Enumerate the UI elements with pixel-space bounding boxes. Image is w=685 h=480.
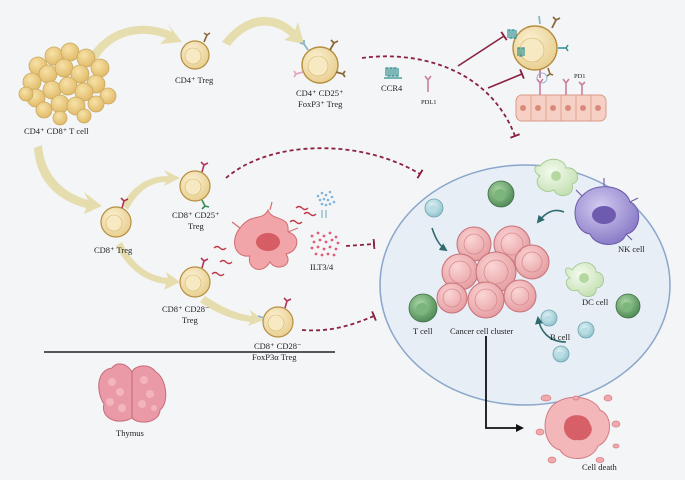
nk-cell-label: NK cell <box>618 244 645 254</box>
dendritic-cell <box>231 201 299 270</box>
cd8-foxp3-label-line2: FoxP3α Treg <box>252 352 297 362</box>
cancer-cluster-label: Cancer cell cluster <box>450 326 514 336</box>
b-cell-label: B cell <box>550 332 571 342</box>
ilt-label: ILT3/4 <box>310 262 334 272</box>
cd8-cd25-label-line2: Treg <box>188 221 204 231</box>
dc-cell-icon <box>565 262 604 297</box>
cd8-cd25-label-line1: CD8⁺ CD25⁺ <box>172 210 220 220</box>
attack-arrows <box>431 209 567 343</box>
t-cell-icon-top <box>487 180 515 208</box>
development-arrows <box>34 16 304 326</box>
nk-cell-icon <box>574 178 640 245</box>
t-cell-label: T cell <box>413 326 433 336</box>
cd4-treg-label: CD4⁺ Treg <box>175 75 214 85</box>
receptor-small-icon <box>321 210 327 218</box>
ccr4-label: CCR4 <box>381 83 403 93</box>
thymus-icon <box>98 363 167 423</box>
cancer-cell-cluster <box>436 225 550 319</box>
cancer-epithelium-row <box>515 78 607 122</box>
cd8-foxp3a-treg-cell <box>257 297 294 338</box>
t-cell-icon <box>408 293 438 323</box>
b-cell-icons <box>540 309 595 363</box>
t-cell-icon-right <box>615 293 641 319</box>
cd8-foxp3-label-line1: CD8⁺ CD28⁻ <box>254 341 302 351</box>
inhibition-lines-top <box>457 31 525 89</box>
cytokine-icons <box>211 205 317 277</box>
dc-cell-label: DC cell <box>582 297 609 307</box>
cd8-cd25-treg-cell <box>179 161 211 210</box>
cell-death-label: Cell death <box>582 462 617 472</box>
ilt-dots-icon <box>310 231 340 257</box>
cd8-cd28-treg-cell <box>179 257 211 298</box>
ccr4-receptor-icon <box>384 67 402 79</box>
cd4-cd25-foxp3-treg-cell <box>293 39 346 84</box>
cd4-treg-cell <box>180 32 211 70</box>
double-positive-cell-cluster <box>18 42 117 126</box>
dc-cell-icon-top <box>534 158 579 197</box>
pd1-label: PD1 <box>574 73 586 80</box>
double-positive-label: CD4⁺ CD8⁺ T cell <box>24 126 89 136</box>
cd8-treg-cell <box>100 197 132 238</box>
pdl1-ligand-icon <box>424 75 432 92</box>
cd8-treg-label: CD8⁺ Treg <box>94 245 133 255</box>
treg-pd1-binding-cell <box>507 15 569 84</box>
b-cell-icon-top <box>424 198 444 218</box>
cd4-receptor-icon <box>203 32 211 43</box>
inhibition-dashed-lines <box>225 55 521 332</box>
thymus-label: Thymus <box>116 428 144 438</box>
cytokine-dots-icon <box>316 190 336 207</box>
cd4-cd25-label-line2: FoxP3⁺ Treg <box>298 99 343 109</box>
cell-death-arrow <box>485 336 524 432</box>
pdl1-label: PDL1 <box>421 99 437 106</box>
cd8-cd28-label-line2: Treg <box>182 315 198 325</box>
cd8-cd28-label-line1: CD8⁺ CD28⁻ <box>162 304 210 314</box>
dead-cell-icon <box>535 394 621 464</box>
cd4-cd25-label-line1: CD4⁺ CD25⁺ <box>296 88 344 98</box>
